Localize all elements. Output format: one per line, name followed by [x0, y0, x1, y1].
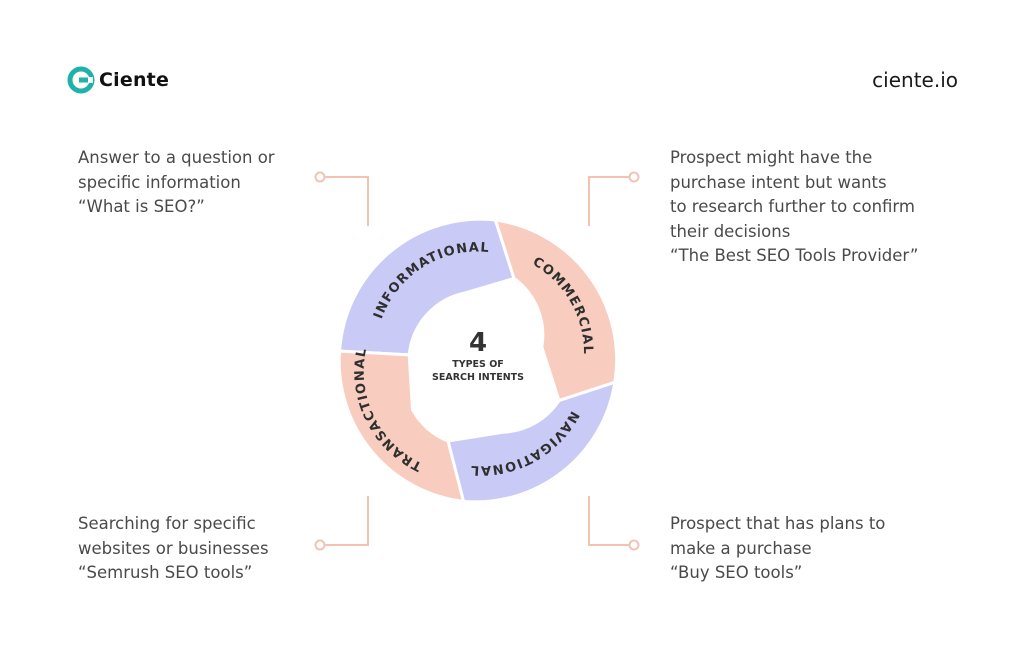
site-url: ciente.io	[872, 68, 958, 92]
segment-transactional	[337, 349, 465, 503]
connector-dot	[314, 171, 326, 183]
note-line: Answer to a question or	[78, 148, 275, 167]
note-line: Prospect might have the	[670, 148, 873, 167]
note-line: purchase intent but wants	[670, 172, 887, 192]
note-commercial: Prospect might have the purchase intent …	[670, 146, 918, 269]
center-line-1: TYPES OF	[452, 359, 504, 370]
connector-dot	[628, 539, 640, 551]
note-line: make a purchase	[670, 538, 812, 558]
connector-top-left	[314, 171, 369, 226]
note-example: “Buy SEO tools”	[670, 563, 803, 582]
connector-line	[588, 496, 629, 546]
note-informational: Answer to a question or specific informa…	[78, 146, 275, 220]
note-example: “Semrush SEO tools”	[78, 563, 253, 582]
brand-logo: Ciente	[67, 66, 169, 94]
connector-line	[588, 176, 629, 226]
segment-commercial	[493, 218, 619, 403]
connector-bottom-left	[314, 496, 369, 551]
segment-navigational	[446, 380, 617, 504]
brand-name: Ciente	[99, 69, 170, 91]
note-transactional: Prospect that has plans to make a purcha…	[670, 512, 885, 586]
connector-line	[325, 496, 369, 546]
note-line: Prospect that has plans to	[670, 514, 886, 533]
note-line: Searching for specific	[78, 514, 256, 533]
note-example: “What is SEO?”	[78, 197, 205, 216]
ciente-logo-icon	[67, 66, 95, 94]
center-line-2: SEARCH INTENTS	[432, 372, 524, 383]
note-line: to research further to confirm	[670, 197, 915, 216]
note-example: “The Best SEO Tools Provider”	[670, 246, 919, 265]
note-line: websites or businesses	[78, 538, 269, 558]
connector-top-right	[588, 171, 640, 226]
center-number: 4	[469, 328, 487, 358]
connector-dot	[314, 539, 326, 551]
note-line: specific information	[78, 172, 241, 192]
connector-bottom-right	[588, 496, 640, 551]
note-navigational: Searching for specific websites or busin…	[78, 512, 269, 586]
connector-dot	[628, 171, 640, 183]
connector-line	[325, 176, 369, 226]
segment-informational	[338, 217, 516, 357]
note-line: their decisions	[670, 221, 791, 241]
